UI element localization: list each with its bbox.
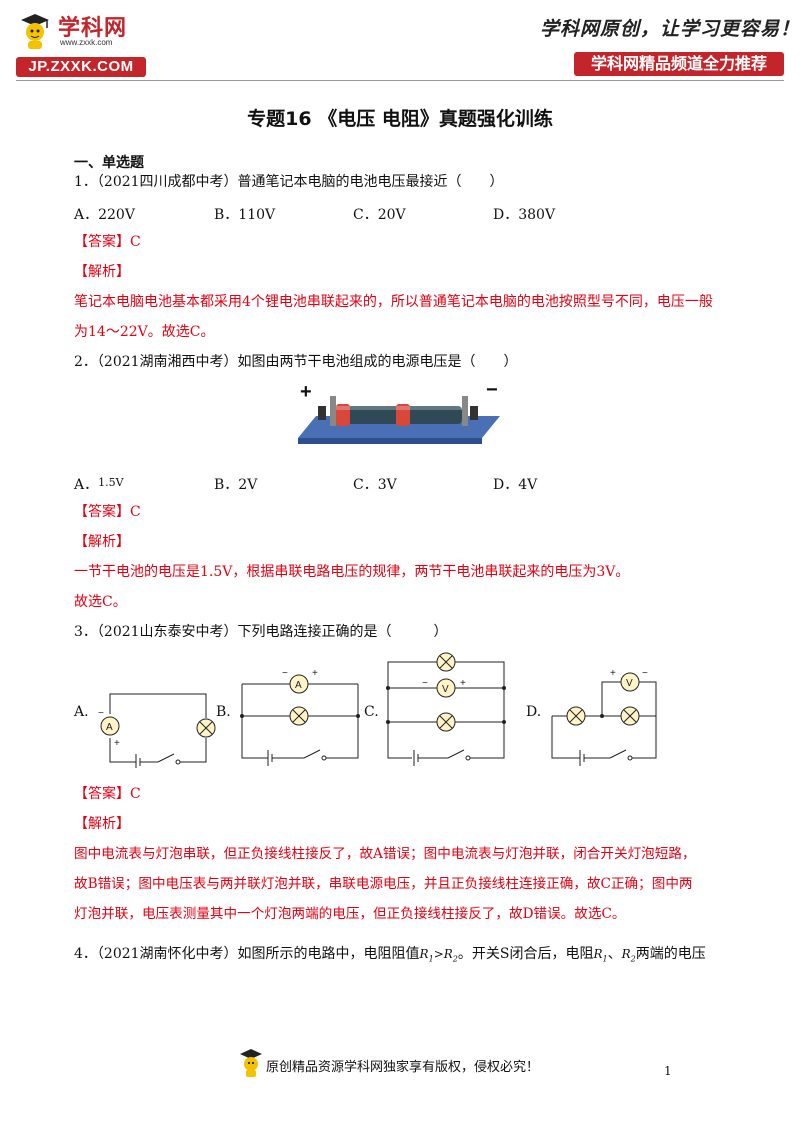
brand-name: 学科网	[58, 16, 128, 41]
q3-analysis-line: 故B错误；图中电压表与两并联灯泡并联，串联电源电压，并且正负接线柱连接正确，故C…	[74, 876, 693, 892]
svg-text:−: −	[642, 668, 648, 679]
q1-option-b: B．110V	[214, 207, 276, 223]
q1-analysis-label: 【解析】	[74, 264, 130, 280]
q2-answer: 【答案】C	[74, 504, 141, 520]
q4-stem: 4．（2021湖南怀化中考）如图所示的电路中，电阻阻值R1>R2。开关S闭合后，…	[74, 946, 706, 964]
q1-stem: 1．（2021四川成都中考）普通笔记本电脑的电池电压最接近（ ）	[74, 174, 504, 190]
circuit-d-diagram: V + −	[551, 668, 657, 766]
q1-option-c: C．20V	[353, 207, 406, 223]
circuit-a-diagram: A − +	[98, 693, 216, 768]
page-title: 专题16 《电压 电阻》真题强化训练	[247, 108, 553, 130]
svg-text:+: +	[312, 668, 318, 679]
page-number: 1	[664, 1064, 672, 1078]
q3-option-d-label: D.	[526, 704, 542, 720]
q3-option-b-label: B.	[216, 704, 231, 720]
ammeter-label: A	[106, 722, 113, 733]
meter-minus-label: −	[98, 708, 104, 719]
section-heading: 一、单选题	[74, 155, 144, 171]
svg-text:A: A	[295, 680, 302, 691]
q3-option-a-label: A.	[74, 704, 89, 720]
svg-text:+: +	[460, 678, 466, 689]
svg-text:+: +	[610, 668, 616, 679]
q3-analysis-label: 【解析】	[74, 816, 130, 832]
circuit-c-diagram: V − +	[386, 652, 506, 766]
q2-analysis-line: 故选C。	[74, 594, 127, 610]
header-divider	[16, 80, 784, 81]
q2-analysis-line: 一节干电池的电压是1.5V，根据串联电路电压的规律，两节干电池串联起来的电压为3…	[74, 564, 630, 580]
site-badge: JP.ZXXK.COM	[16, 57, 146, 77]
battery-minus-label: −	[486, 380, 498, 401]
q1-analysis-line: 笔记本电脑电池基本都采用4个锂电池串联起来的，所以普通笔记本电脑的电池按照型号不…	[74, 294, 713, 310]
q1-option-a: A．220V	[74, 207, 135, 223]
meter-plus-label: +	[114, 738, 120, 749]
q2-analysis-label: 【解析】	[74, 534, 130, 550]
slogan: 学科网原创，让学习更容易！	[540, 18, 800, 40]
svg-text:V: V	[442, 684, 449, 695]
q1-option-d: D．380V	[493, 207, 556, 223]
q2-stem: 2．（2021湖南湘西中考）如图由两节干电池组成的电源电压是（ ）	[74, 354, 518, 370]
brand-url: www.zxxk.com	[60, 38, 113, 47]
q3-analysis-line: 灯泡并联，电压表测量其中一个灯泡两端的电压，但正负接线柱接反了，故D错误。故选C…	[74, 906, 626, 922]
mascot-logo-icon	[21, 14, 49, 49]
q1-analysis-line: 为14～22V。故选C。	[74, 324, 215, 340]
q3-answer: 【答案】C	[74, 786, 141, 802]
channel-badge: 学科网精品频道全力推荐	[574, 52, 784, 76]
svg-text:−: −	[282, 668, 288, 679]
svg-text:−: −	[422, 678, 428, 689]
q2-option-a: A．1.5V	[74, 476, 124, 493]
q2-option-b: B．2V	[214, 477, 258, 493]
q2-option-d: D．4V	[493, 477, 538, 493]
battery-figure: + −	[298, 380, 500, 444]
svg-text:V: V	[626, 678, 633, 689]
q1-answer: 【答案】C	[74, 234, 141, 250]
battery-plus-label: +	[300, 381, 312, 403]
q2-option-c: C．3V	[353, 477, 397, 493]
q3-analysis-line: 图中电流表与灯泡串联，但正负接线柱接反了，故A错误；图中电流表与灯泡并联，闭合开…	[74, 846, 696, 862]
circuit-b-diagram: A − +	[240, 668, 360, 766]
q3-stem: 3．（2021山东泰安中考）下列电路连接正确的是（ ）	[74, 624, 448, 640]
q3-option-c-label: C.	[364, 704, 379, 720]
footer-copyright: 原创精品资源学科网独家享有版权，侵权必究！	[266, 1060, 540, 1075]
footer-mascot-icon	[240, 1049, 262, 1077]
